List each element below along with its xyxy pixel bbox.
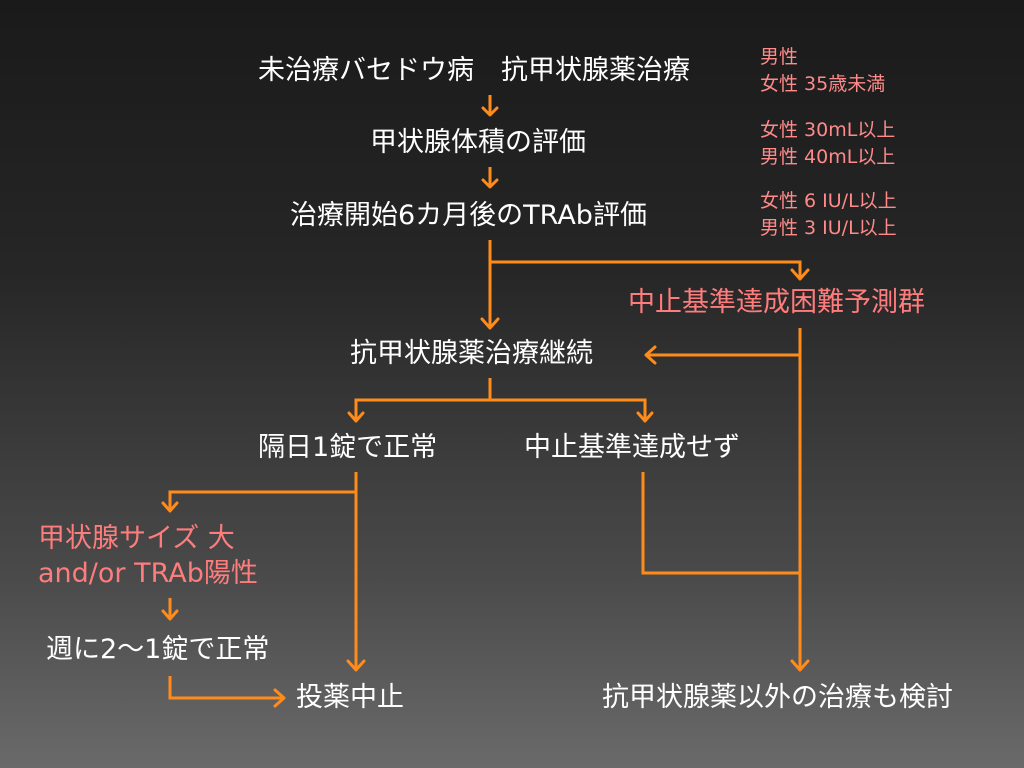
criteria-note-3-line2: 男性 3 IU/L以上 — [760, 216, 897, 239]
large-thyroid-line1: 甲状腺サイズ 大 — [38, 523, 235, 554]
criteria-note-1-line1: 男性 — [760, 46, 799, 68]
alternate-day-node: 隔日1錠で正常 — [258, 432, 438, 463]
large-thyroid-node: 甲状腺サイズ 大 and/or TRAb陽性 — [38, 521, 258, 591]
stop-node: 投薬中止 — [296, 682, 404, 713]
arrow-large-to-weekly — [161, 598, 179, 621]
weekly-node: 週に2～1錠で正常 — [46, 634, 270, 665]
criteria-note-3: 女性 6 IU/L以上 男性 3 IU/L以上 — [760, 188, 897, 241]
arrow-start-to-volume — [481, 95, 499, 117]
arrow-trab-to-continue — [480, 240, 500, 330]
large-thyroid-line2: and/or TRAb陽性 — [38, 558, 258, 590]
continue-node: 抗甲状腺薬治療継続 — [350, 338, 593, 369]
criteria-note-1-line2: 女性 35歳未満 — [760, 72, 886, 95]
not-achieved-node: 中止基準達成せず — [524, 432, 740, 463]
start-node: 未治療バセドウ病 抗甲状腺薬治療 — [258, 55, 690, 86]
arrow-alternate-to-large-thyroid — [161, 490, 356, 513]
arrow-continue-split — [347, 378, 654, 423]
arrow-difficult-to-continue — [644, 328, 802, 365]
arrow-weekly-to-stop — [168, 676, 286, 708]
arrow-difficult-to-other-treatment — [790, 355, 810, 672]
trab-eval-node: 治療開始6カ月後のTRAb評価 — [290, 200, 647, 231]
other-treatment-node: 抗甲状腺薬以外の治療も検討 — [602, 682, 953, 713]
criteria-note-2: 女性 30mL以上 男性 40mL以上 — [760, 117, 895, 170]
arrow-trab-to-difficult — [490, 260, 810, 281]
volume-eval-node: 甲状腺体積の評価 — [370, 127, 586, 158]
criteria-note-2-line2: 男性 40mL以上 — [760, 145, 896, 168]
criteria-note-2-line1: 女性 30mL以上 — [760, 119, 896, 141]
criteria-note-3-line1: 女性 6 IU/L以上 — [760, 190, 897, 212]
criteria-note-1: 男性 女性 35歳未満 — [760, 44, 885, 97]
arrow-not-achieved-to-other — [641, 472, 800, 575]
difficult-group-node: 中止基準達成困難予測群 — [628, 287, 925, 318]
arrow-alternate-to-stop — [346, 472, 366, 672]
arrow-volume-to-trab — [481, 167, 499, 189]
